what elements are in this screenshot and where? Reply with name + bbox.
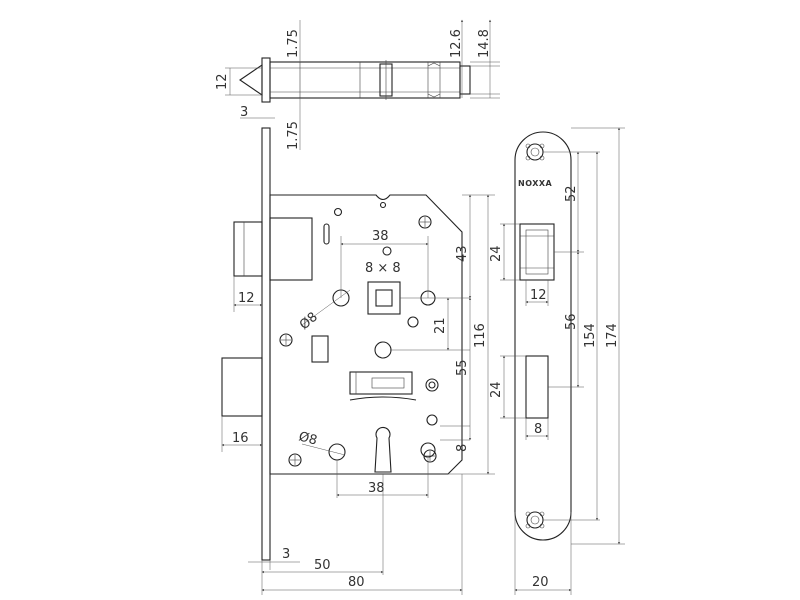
latch-tip-top: [239, 63, 263, 97]
plate-screw-top: [525, 143, 545, 161]
dim-24-upper: 24: [489, 245, 504, 262]
keyhole: [374, 426, 392, 473]
strike-plate-dimensions: 24 12 24 8 52 56 154 174 20: [489, 127, 625, 595]
dim-top-1-75-b: 1.75: [286, 121, 301, 150]
dim-top-3: 3: [240, 105, 248, 120]
top-view: 1.75 1.75 12 3 12.6 14.8: [215, 19, 500, 150]
dim-38-bottom: 38: [368, 481, 385, 496]
dim-21: 21: [433, 317, 448, 334]
spindle-square: [375, 289, 393, 307]
dim-dia-8-top: Ø8: [297, 310, 321, 333]
dim-43: 43: [455, 245, 470, 262]
dim-174: 174: [605, 323, 620, 348]
center-hole: [374, 341, 392, 359]
dim-top-14-8: 14.8: [477, 29, 492, 58]
dim-24-lower: 24: [489, 381, 504, 398]
dim-20: 20: [532, 575, 549, 590]
fixing-hole-right-bottom: [420, 442, 436, 458]
dim-12-plate: 12: [530, 288, 547, 303]
dim-80: 80: [348, 575, 365, 590]
dead-bolt: [221, 357, 263, 417]
lock-case: [269, 194, 463, 475]
dim-8x8: 8 × 8: [365, 261, 401, 276]
lock-body-top: [269, 61, 461, 99]
dim-3-bottom: 3: [282, 547, 290, 562]
strike-plate-outline: [514, 131, 572, 541]
faceplate-front: [261, 127, 271, 561]
dim-52: 52: [564, 185, 579, 202]
bolt-opening: [525, 355, 549, 419]
latch-bolt: [233, 221, 263, 277]
fixing-hole-left-bottom: [328, 443, 346, 461]
dim-16-bolt: 16: [232, 431, 249, 446]
spindle-hub: [367, 281, 401, 315]
dim-8-plate: 8: [534, 422, 542, 437]
screw-bottom-left: [288, 453, 302, 467]
front-dimensions: 38 8 × 8 Ø8 21 43 55 116 12 16 Ø8 8: [221, 194, 495, 595]
dim-8-key: 8: [455, 444, 470, 452]
dim-top-12: 12: [215, 73, 230, 90]
screw-top-right: [418, 215, 432, 229]
brand-logo: NOXXA: [518, 179, 553, 188]
dim-top-12-6: 12.6: [449, 29, 464, 58]
dim-55: 55: [455, 359, 470, 376]
dim-154: 154: [583, 323, 598, 348]
faceplate-top: [261, 57, 271, 103]
dim-116: 116: [473, 323, 488, 348]
dim-56: 56: [564, 313, 579, 330]
dim-38-top: 38: [372, 229, 389, 244]
dim-dia-8-bottom: Ø8: [297, 429, 319, 448]
bolt-slider: [349, 371, 413, 395]
plate-screw-bottom: [525, 511, 545, 529]
dim-12-latch: 12: [238, 291, 255, 306]
latch-opening: [519, 223, 555, 281]
dim-50: 50: [314, 558, 331, 573]
strike-plate: NOXXA: [514, 131, 572, 541]
dim-top-1-75-a: 1.75: [286, 29, 301, 58]
screw-top-left: [279, 333, 293, 347]
